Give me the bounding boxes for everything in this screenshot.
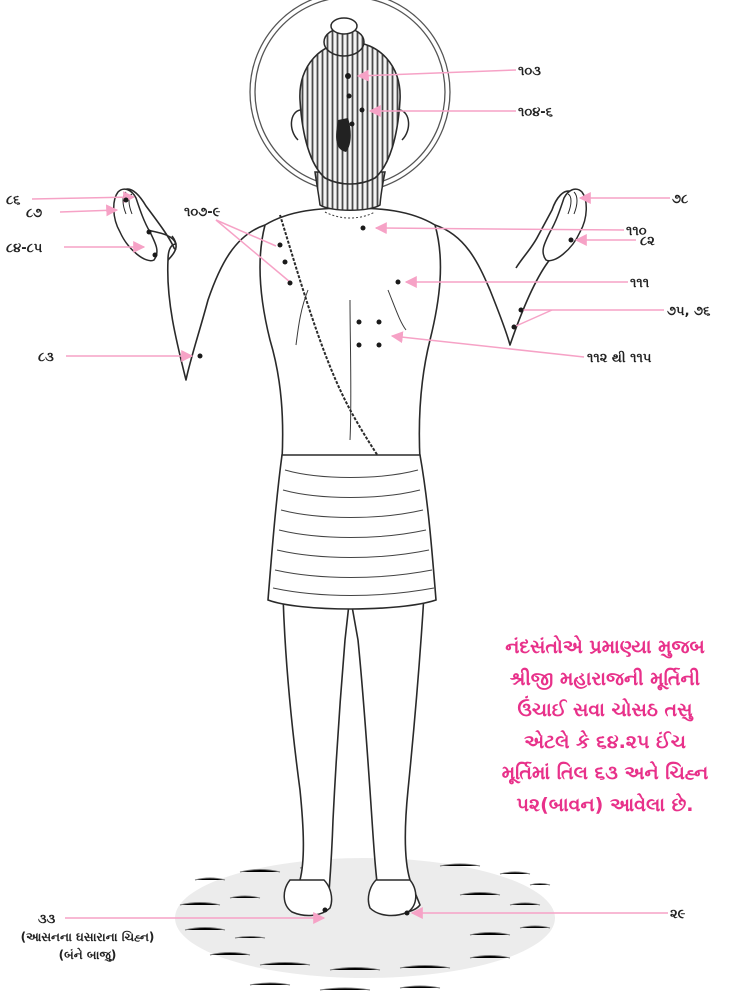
dot-112d xyxy=(377,343,382,348)
dot-104b xyxy=(360,108,365,113)
note-line-6: ૫૨(બાવન) આવેલા છે. xyxy=(470,790,730,822)
note-line-5: મૂર્તિમાં તિલ ૬૩ અને ચિહ્ન xyxy=(470,758,730,790)
dot-84a xyxy=(147,230,152,235)
leader-87 xyxy=(60,210,117,212)
label-84: ૮૪-૮૫ xyxy=(6,241,43,256)
dot-111 xyxy=(396,280,401,285)
dot-84b xyxy=(153,253,158,258)
note-line-1: નંદસંતોએ પ્રમાણ્યા મુજબ xyxy=(470,632,730,664)
footnote-line2: (બંને બાજુ) xyxy=(0,948,175,963)
dot-112a xyxy=(357,320,362,325)
dot-107b xyxy=(283,260,288,265)
label-78: ૭૮ xyxy=(672,192,688,207)
dot-86 xyxy=(124,198,129,203)
dot-107a xyxy=(278,243,283,248)
dot-104c xyxy=(350,122,355,127)
dhoti xyxy=(268,455,436,609)
label-75: ૭૫, ૭૬ xyxy=(667,304,711,319)
info-note: નંદસંતોએ પ્રમાણ્યા મુજબ શ્રીજી મહારાજની … xyxy=(470,632,730,821)
head xyxy=(291,18,408,210)
label-82: ૮૨ xyxy=(640,234,655,249)
label-29: ૨૯ xyxy=(670,907,686,922)
label-86: ૮૬ xyxy=(6,193,21,208)
note-line-4: એટલે કે ૬૪.૨૫ ઈંચ xyxy=(470,727,730,759)
label-112: ૧૧૨ થી ૧૧૫ xyxy=(587,349,652,366)
label-87: ૮૭ xyxy=(26,206,42,221)
dot-107c xyxy=(288,281,293,286)
label-104: ૧૦૪-૬ xyxy=(518,105,554,120)
label-83: ૮૩ xyxy=(38,350,54,365)
dot-83 xyxy=(198,354,203,359)
ground-shadow xyxy=(175,858,555,990)
label-33: ૩૩ xyxy=(38,912,56,927)
footnote-line1: (આસનના ઘસારાના ચિહ્ન) xyxy=(0,930,175,945)
dot-33 xyxy=(323,908,328,913)
dot-104a xyxy=(347,94,352,99)
dot-82 xyxy=(569,238,574,243)
dot-112b xyxy=(377,320,382,325)
label-103: ૧૦૩ xyxy=(518,64,541,79)
dot-75b xyxy=(512,325,517,330)
label-111: ૧૧૧ xyxy=(630,276,650,291)
dot-112c xyxy=(357,343,362,348)
dot-110 xyxy=(361,226,366,231)
dot-75a xyxy=(519,308,524,313)
dot-29 xyxy=(405,911,410,916)
dot-103 xyxy=(345,73,351,79)
label-107: ૧૦૭-૯ xyxy=(184,205,221,220)
note-line-3: ઉંચાઈ સવા ચોસઠ તસુ xyxy=(470,695,730,727)
note-line-2: શ્રીજી મહારાજની મૂર્તિની xyxy=(470,664,730,696)
